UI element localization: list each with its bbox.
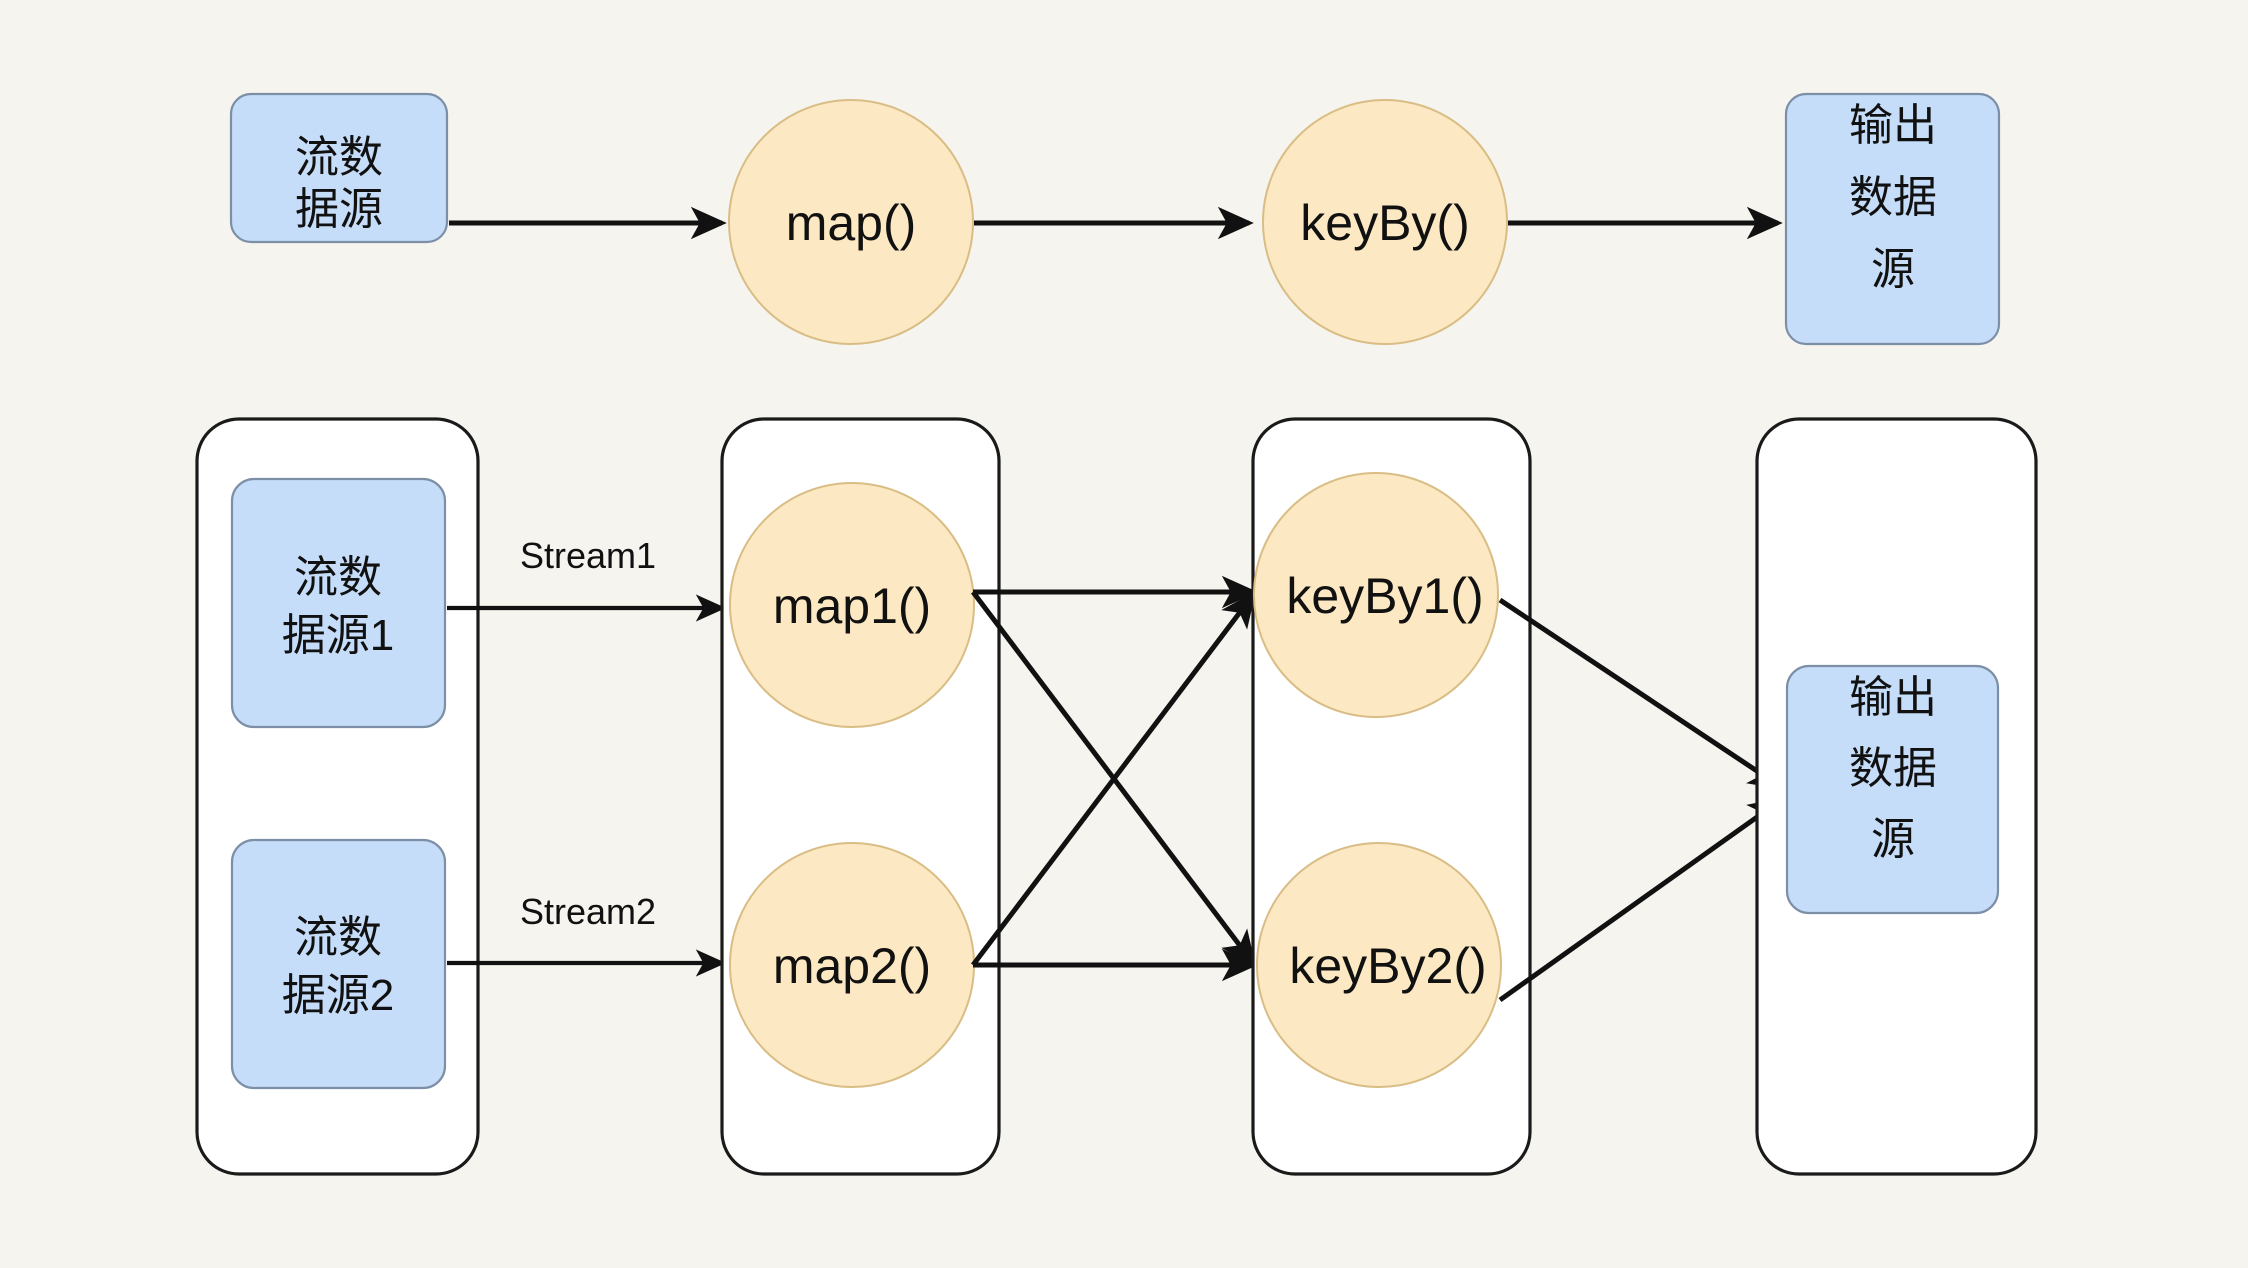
bottom-source-box-1-line-1: 流数 — [294, 553, 382, 602]
bottom-map-node-2[interactable]: map2() — [729, 842, 975, 1088]
bottom-edge-keyby2-to-sink-line — [1498, 797, 1785, 1003]
top-sink-box-line-2: 数据 — [1849, 173, 1937, 222]
bottom-source-box-1-line-2: 据源1 — [282, 611, 394, 660]
bottom-sink-box-shape[interactable] — [1785, 664, 2000, 915]
bottom-source-box-1-shape[interactable] — [230, 477, 447, 729]
top-map-node-shape[interactable] — [728, 99, 974, 345]
top-sink-box-line-3: 源 — [1871, 245, 1915, 294]
bottom-source-box-2-line-1: 流数 — [294, 913, 382, 962]
top-map-node[interactable]: map() — [728, 99, 974, 345]
bottom-edge-source2-to-map2-label: Stream2 — [520, 891, 656, 932]
bottom-edge-keyby1-to-sink — [1498, 597, 1785, 790]
bottom-keyby-group[interactable]: keyBy1() keyBy2() — [1251, 417, 1532, 1176]
top-row: 流数 据源 map() keyBy() — [229, 92, 2001, 346]
bottom-keyby-node-2-label: keyBy2() — [1289, 938, 1486, 994]
bottom-map-node-1-shape[interactable] — [729, 482, 975, 728]
bottom-source-group[interactable]: 流数 据源1 流数 据源2 — [195, 417, 480, 1176]
top-source-box-line-2: 据源 — [295, 185, 383, 234]
bottom-sink-box-line-2: 数据 — [1849, 744, 1937, 793]
bottom-keyby-node-1[interactable]: keyBy1() — [1253, 472, 1499, 718]
bottom-edge-map2-to-keyby1 — [971, 591, 1256, 967]
bottom-row: 流数 据源1 流数 据源2 Stream1 Stream2 — [195, 417, 2038, 1176]
top-keyby-node-label: keyBy() — [1300, 195, 1469, 251]
bottom-edge-map2-to-keyby1-line — [971, 591, 1256, 967]
bottom-sink-group[interactable]: 输出 数据 源 — [1755, 417, 2038, 1176]
bottom-keyby-node-2[interactable]: keyBy2() — [1256, 842, 1502, 1088]
bottom-map-node-1[interactable]: map1() — [729, 482, 975, 728]
bottom-source-box-2-shape[interactable] — [230, 838, 447, 1090]
bottom-map-group[interactable]: map1() map2() — [720, 417, 1001, 1176]
top-source-box-shape[interactable] — [229, 92, 449, 244]
top-source-box[interactable]: 流数 据源 — [229, 92, 449, 244]
bottom-source-box-2[interactable]: 流数 据源2 — [230, 838, 447, 1090]
bottom-edge-keyby2-to-sink — [1498, 797, 1785, 1003]
top-keyby-node[interactable]: keyBy() — [1262, 99, 1508, 345]
top-source-box-line-1: 流数 — [295, 133, 383, 182]
bottom-map-node-2-label: map2() — [773, 938, 931, 994]
bottom-map-node-1-label: map1() — [773, 578, 931, 634]
bottom-keyby-node-1-shape[interactable] — [1253, 472, 1499, 718]
bottom-sink-box-line-3: 源 — [1871, 815, 1915, 864]
bottom-keyby-node-2-shape[interactable] — [1256, 842, 1502, 1088]
bottom-edge-source1-to-map1: Stream1 — [447, 535, 727, 622]
top-sink-box-shape[interactable] — [1784, 92, 2001, 346]
bottom-edge-source1-to-map1-label: Stream1 — [520, 535, 656, 576]
bottom-edge-source2-to-map2: Stream2 — [447, 891, 727, 977]
top-map-node-label: map() — [786, 195, 917, 251]
bottom-sink-box-line-1: 输出 — [1849, 673, 1937, 722]
bottom-sink-box[interactable]: 输出 数据 源 — [1785, 664, 2000, 915]
top-keyby-node-shape[interactable] — [1262, 99, 1508, 345]
bottom-source-box-1[interactable]: 流数 据源1 — [230, 477, 447, 729]
top-sink-box[interactable]: 输出 数据 源 — [1784, 92, 2001, 346]
bottom-edge-keyby1-to-sink-line — [1498, 597, 1785, 790]
bottom-source-box-2-line-2: 据源2 — [282, 971, 394, 1020]
top-sink-box-line-1: 输出 — [1849, 101, 1937, 150]
bottom-keyby-node-1-label: keyBy1() — [1286, 568, 1483, 624]
